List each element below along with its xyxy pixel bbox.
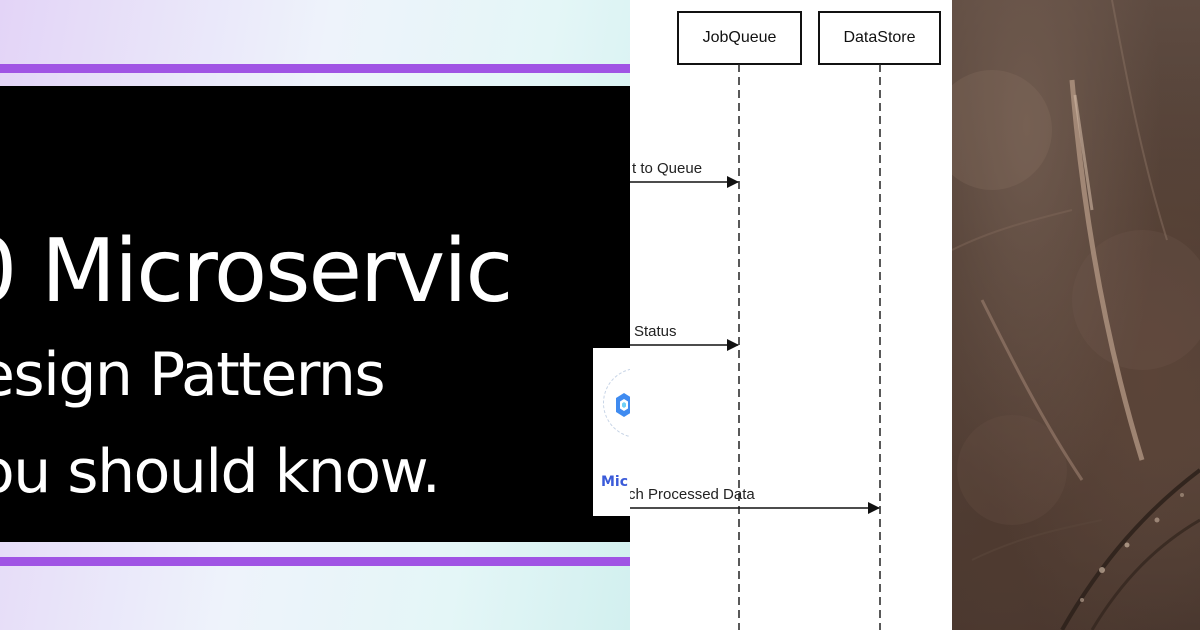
participant-box-datastore bbox=[818, 11, 941, 65]
participant-label-datastore: DataStore bbox=[843, 29, 916, 46]
banner-black-box: 0 Microservic esign Patterns ou should k… bbox=[0, 86, 630, 542]
participant-label-jobqueue: JobQueue bbox=[702, 29, 777, 46]
message-label-2: Status bbox=[634, 323, 677, 340]
logo-text: Mic bbox=[601, 474, 629, 490]
photo-grass-stems bbox=[952, 0, 1200, 630]
banner-headline: 0 Microservic bbox=[0, 220, 513, 322]
dry-grass-photo bbox=[952, 0, 1200, 630]
logo-mark-icon bbox=[616, 393, 630, 417]
sequence-diagram-canvas bbox=[630, 11, 941, 630]
blog-banner: 0 Microservic esign Patterns ou should k… bbox=[0, 0, 630, 630]
banner-subline-1: esign Patterns bbox=[0, 340, 386, 410]
accent-bar-bottom bbox=[0, 557, 630, 566]
sequence-diagram: JobQueue DataStore t to Queue Status ch … bbox=[630, 0, 952, 630]
banner-subline-2: ou should know. bbox=[0, 437, 441, 507]
logo-card: Mic bbox=[593, 348, 630, 516]
message-label-1: t to Queue bbox=[632, 160, 703, 177]
message-label-3: ch Processed Data bbox=[630, 486, 755, 503]
accent-bar-top bbox=[0, 64, 630, 73]
